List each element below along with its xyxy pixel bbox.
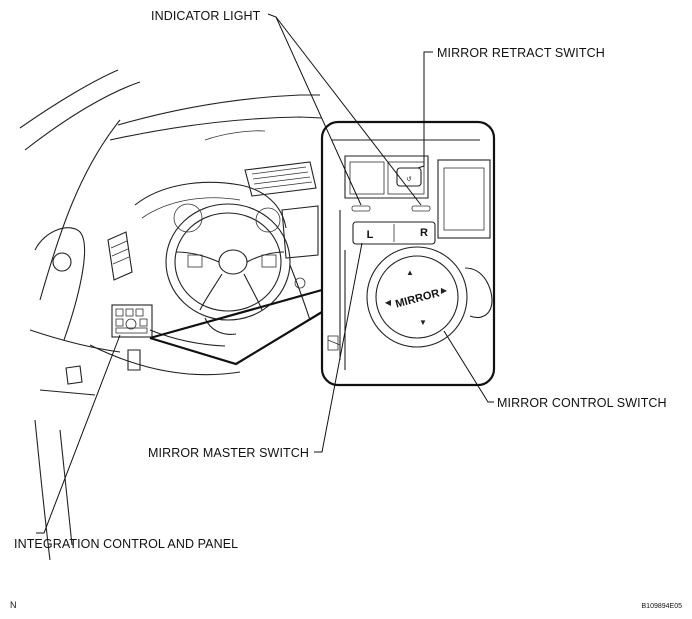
dashboard-drawing [19, 69, 323, 561]
label-indicator-light: INDICATOR LIGHT [151, 9, 261, 23]
label-mirror-control-switch: MIRROR CONTROL SWITCH [497, 396, 667, 410]
mirror-master-switch [352, 221, 436, 245]
label-integration-control-and-panel: INTEGRATION CONTROL AND PANEL [14, 537, 238, 551]
switch-label-l: L [367, 229, 374, 241]
leader-lines [36, 13, 494, 534]
arrow-up-icon: ▲ [406, 268, 414, 277]
indicator-lens-right [411, 205, 431, 212]
switch-label-r: R [420, 227, 428, 239]
mirror-control-switch [375, 255, 459, 339]
arrow-right-icon: ▶ [441, 286, 448, 295]
retract-symbol-icon: ↺ [406, 176, 412, 183]
label-mirror-retract-switch: MIRROR RETRACT SWITCH [437, 46, 605, 60]
mirror-knob-text: MIRROR [394, 287, 441, 310]
figure-code: B109894E05 [642, 603, 683, 610]
label-mirror-master-switch: MIRROR MASTER SWITCH [148, 446, 309, 460]
arrow-left-icon: ◀ [385, 298, 392, 307]
arrow-down-icon: ▼ [419, 318, 427, 327]
mirror-retract-switch [396, 167, 422, 187]
detail-inset: ↺ L R MIRROR ▲ ▼ ◀ ▶ [320, 120, 496, 387]
indicator-lens-left [351, 205, 371, 212]
corner-mark: N [10, 600, 17, 610]
